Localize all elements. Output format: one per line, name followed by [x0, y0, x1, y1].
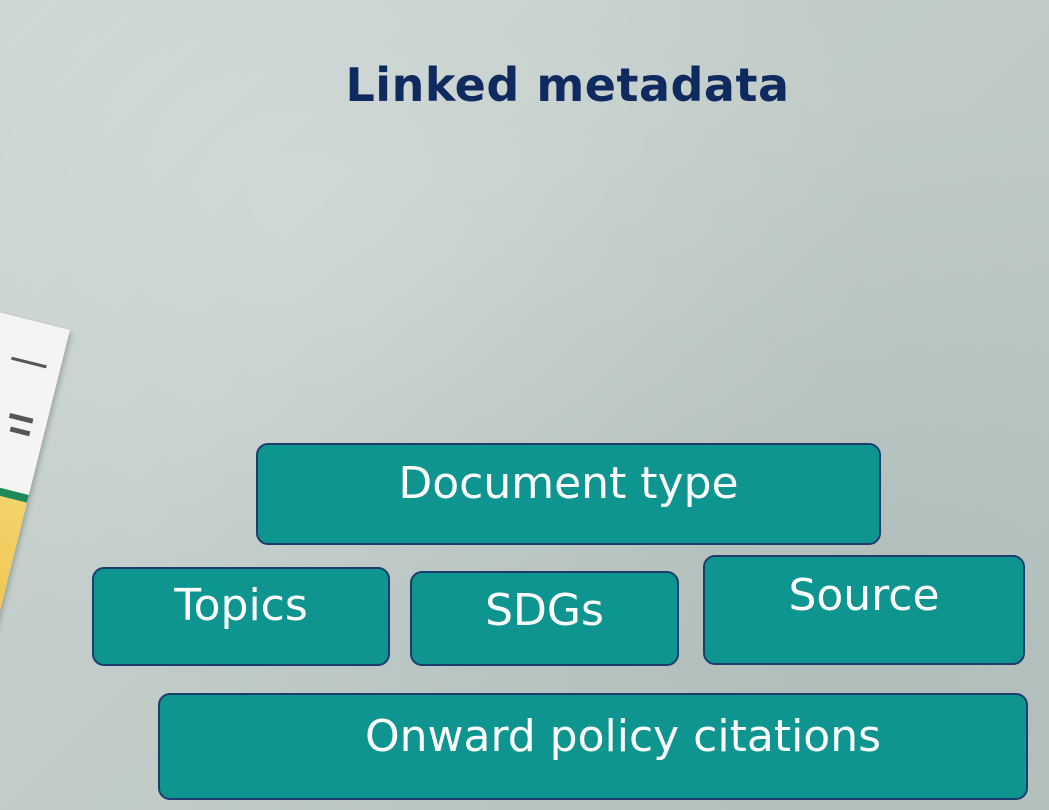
tag-onward-policy-citations-label: Onward policy citations	[364, 710, 882, 762]
tag-source: Source	[703, 555, 1025, 665]
tag-sdgs: SDGs	[410, 571, 679, 666]
tag-onward-policy-citations: Onward policy citations	[158, 693, 1028, 800]
tag-source-label: Source	[788, 570, 940, 621]
tag-document-type-label: Document type	[398, 458, 739, 509]
tag-sdgs-label: SDGs	[485, 584, 604, 636]
tag-topics: Topics	[92, 567, 390, 666]
slide-title: Linked metadata	[345, 58, 790, 112]
tag-document-type: Document type	[256, 443, 881, 545]
document-thumbnail-image	[0, 284, 70, 738]
tag-topics-label: Topics	[174, 579, 308, 631]
